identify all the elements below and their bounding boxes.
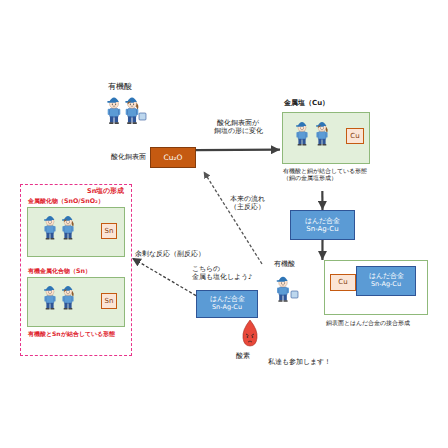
worker-figure [277, 277, 289, 302]
metal-salt-characters [296, 122, 328, 146]
node-text: Sn [105, 297, 114, 305]
oxide-panel: 金属酸化物（SnO/SnO₂） Sn [27, 197, 125, 259]
node-text: Sn-Ag-Cu [371, 281, 401, 289]
solder-box: はんだ合金Sn-Ag-Cu [290, 210, 355, 240]
worker-figure [107, 98, 120, 125]
worker-figure [316, 122, 328, 146]
oxygen-character [243, 320, 257, 346]
group-box: Sn塩の形成金属酸化物（SnO/SnO₂） Sn 有機金属化合物（Sn） 有機酸とSn… [20, 184, 132, 356]
organometal-characters [44, 286, 74, 310]
bucket [291, 291, 298, 298]
oxide-characters [44, 216, 74, 240]
worker-figure [44, 286, 56, 310]
node-text: Sn-Ag-Cu [212, 304, 242, 312]
edge-label: 酸化銅表面が 銅塩の形に変化 [212, 120, 264, 136]
joint-panel: 銅表面とはんだ合金の接合形成 Cu はんだ合金Sn-Ag-Cu [312, 260, 428, 330]
element-box: Cu [330, 274, 356, 291]
node-text: Sn-Ag-Cu [306, 225, 338, 233]
node-text: Cu [350, 132, 359, 140]
annotation-label: こちらの 金属も塩化しよう♪ [192, 266, 256, 282]
element-box: Sn [101, 223, 117, 239]
organometal-panel: 有機金属化合物（Sn） 有機酸とSnが結合している形態 Sn [27, 267, 125, 351]
node-text: はんだ合金 [210, 296, 245, 304]
node-text: はんだ合金 [305, 217, 340, 225]
node-text: 金属塩（Cu） [284, 99, 372, 107]
annotation-label: 酸化銅表面 [80, 153, 146, 161]
element-box: Sn [101, 293, 117, 309]
flow-arrow [321, 240, 323, 260]
worker-figure [62, 286, 74, 310]
annotation-label: 有機酸 [100, 82, 140, 91]
metal-salt-panel: 金属塩（Cu） 有機酸と銅が結合している形態 （銅の金属塩形成） Cu [280, 97, 372, 191]
worker-figure [62, 216, 74, 240]
bucket [139, 113, 146, 120]
annotation-label: 私達も参加します！ [268, 358, 348, 366]
flow-arrow [321, 191, 323, 210]
flow-arrow [196, 149, 280, 152]
node-text: Cu₂O [164, 153, 183, 162]
element-box: Cu [346, 128, 364, 144]
worker-figure [125, 98, 138, 125]
oxide-box: Cu₂O [150, 147, 196, 168]
annotation-label: 本来の流れ （主反応） [230, 196, 272, 212]
worker-figure [296, 122, 308, 146]
node-text: 銅表面とはんだ合金の接合形成 [326, 319, 428, 326]
organic-acid-characters [107, 98, 146, 125]
node-text: 有機酸とSnが結合している形態 [28, 330, 126, 337]
solder-box: はんだ合金Sn-Ag-Cu [356, 266, 416, 296]
middle-character [277, 277, 298, 302]
worker-figure [44, 216, 56, 240]
main-reaction-arrow [204, 172, 262, 264]
node-text: 有機酸と銅が結合している形態 （銅の金属塩形成） [283, 167, 373, 181]
node-text: Sn [105, 227, 114, 235]
flow-arrow [132, 258, 196, 296]
solder-box: はんだ合金Sn-Ag-Cu [196, 290, 258, 318]
node-text: はんだ合金 [369, 273, 404, 281]
node-text: Sn塩の形成 [87, 188, 131, 196]
node-text: 金属酸化物（SnO/SnO₂） [28, 197, 126, 205]
node-text: 有機金属化合物（Sn） [28, 267, 126, 275]
annotation-label: 酸素 [236, 352, 266, 360]
node-text: Cu [338, 278, 347, 286]
annotation-label: 有機酸 [266, 260, 302, 268]
edge-label: 余剰な反応（副反応） [134, 251, 206, 259]
